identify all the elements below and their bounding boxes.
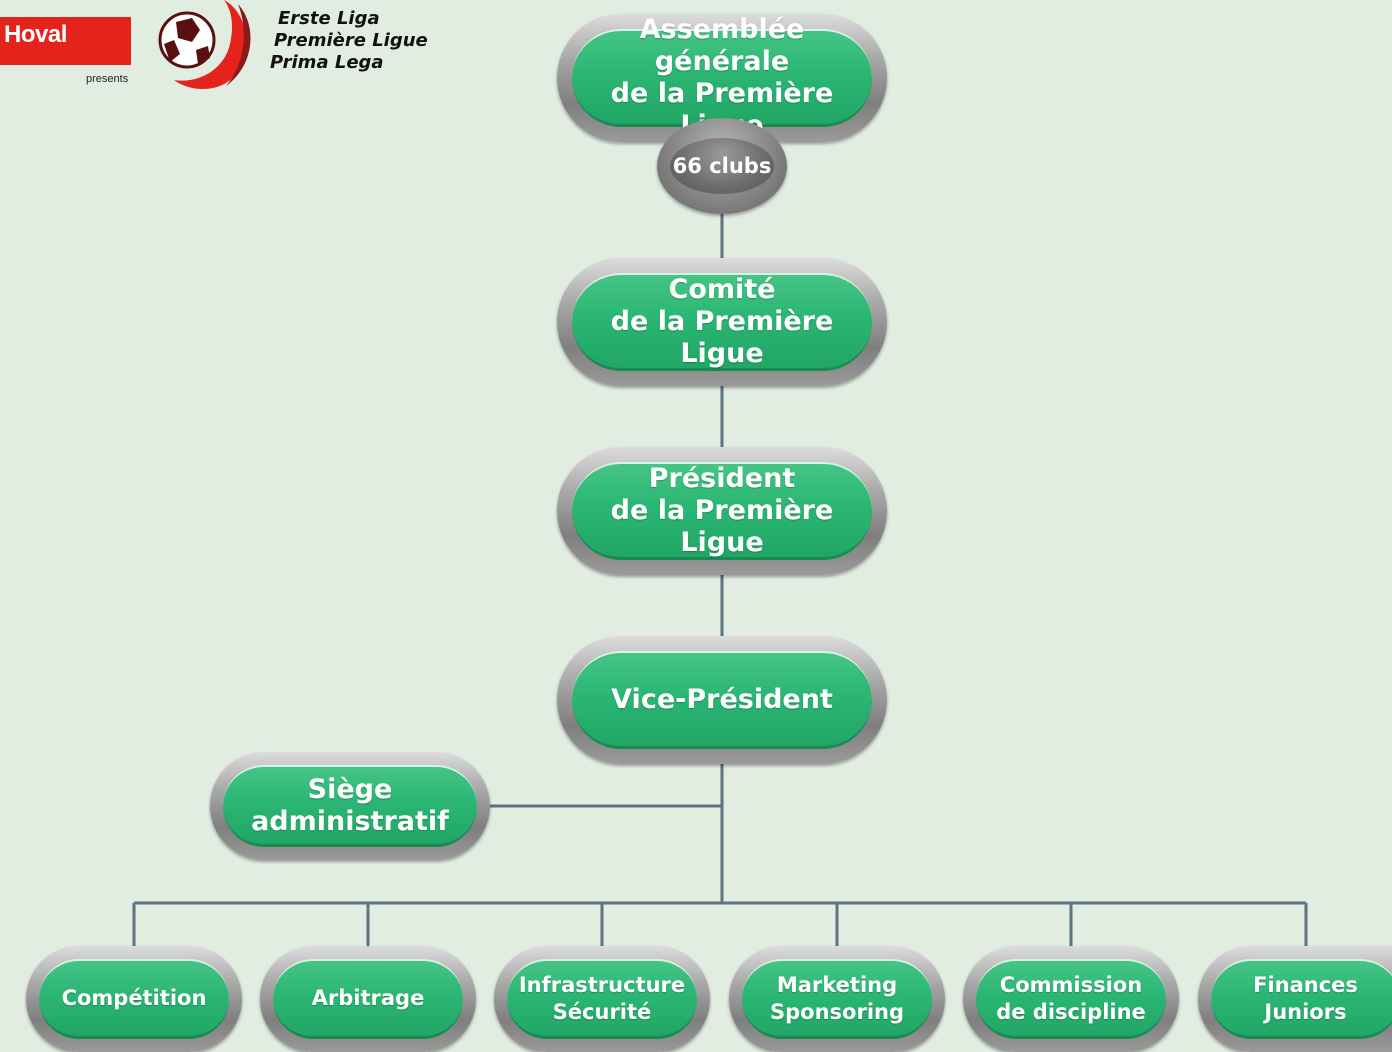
node-vice-president: Vice-Président: [557, 636, 887, 764]
node-department-label: Commission de discipline: [976, 959, 1166, 1039]
clubs-count-badge: 66 clubs: [657, 118, 787, 214]
league-ball-icon: [158, 0, 251, 89]
node-general-assembly: Assemblée générale de la Première Ligue: [557, 14, 887, 142]
node-president-label: Président de la Première Ligue: [572, 462, 872, 560]
node-department: Finances Juniors: [1198, 946, 1392, 1052]
node-department-label: Compétition: [39, 959, 229, 1039]
presents-label: presents: [86, 73, 129, 85]
node-department-label: Marketing Sponsoring: [742, 959, 932, 1039]
league-name-de: Erste Liga: [278, 8, 380, 29]
league-name-it: Prima Lega: [270, 52, 384, 73]
node-department-label: Arbitrage: [273, 959, 463, 1039]
node-head-office-label: Siège administratif: [223, 765, 477, 847]
node-department-label: Finances Juniors: [1211, 959, 1392, 1039]
node-general-assembly-label: Assemblée générale de la Première Ligue: [572, 14, 872, 141]
league-name: Erste Liga Première Ligue Prima Lega: [270, 8, 428, 74]
node-department: Infrastructure Sécurité: [494, 946, 710, 1052]
node-department-label: Infrastructure Sécurité: [507, 959, 697, 1039]
clubs-count-label: 66 clubs: [670, 138, 774, 194]
node-vice-president-label: Vice-Président: [572, 651, 872, 749]
node-committee: Comité de la Première Ligue: [557, 258, 887, 386]
node-department: Marketing Sponsoring: [729, 946, 945, 1052]
node-department: Compétition: [26, 946, 242, 1052]
node-committee-label: Comité de la Première Ligue: [572, 273, 872, 371]
node-department: Commission de discipline: [963, 946, 1179, 1052]
node-president: Président de la Première Ligue: [557, 447, 887, 575]
node-head-office: Siège administratif: [210, 752, 490, 860]
hoval-logo: Hoval: [0, 17, 131, 65]
node-department: Arbitrage: [260, 946, 476, 1052]
league-name-fr: Première Ligue: [274, 30, 428, 51]
